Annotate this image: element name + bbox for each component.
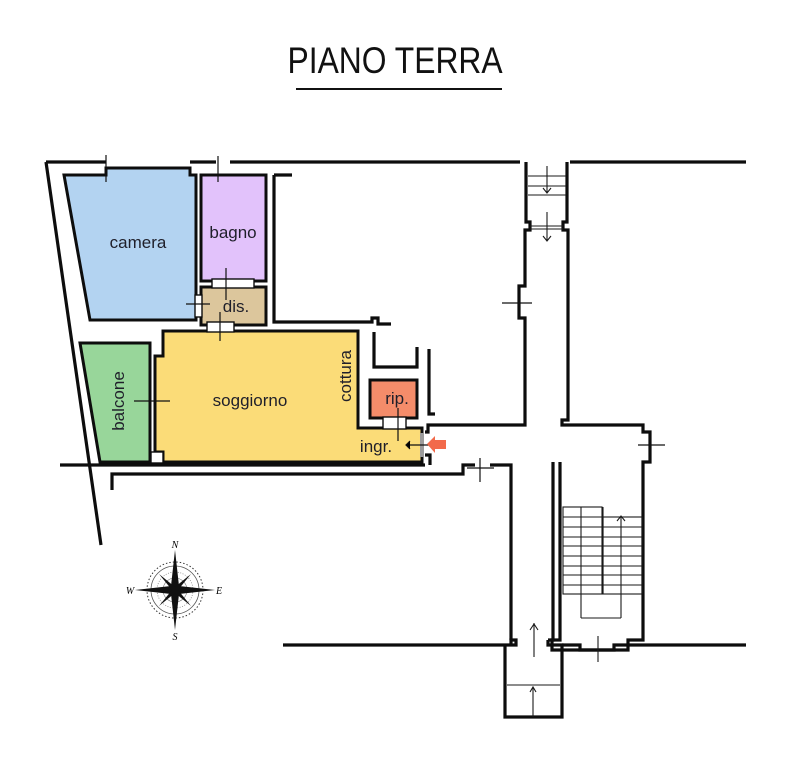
room-balcone[interactable]	[78, 341, 152, 464]
label-ingr: ingr.	[360, 437, 392, 456]
floor-title: PIANO TERRA	[0, 40, 791, 88]
building-walls	[44, 160, 746, 719]
door-camera-dis	[194, 294, 203, 318]
door-markers	[105, 155, 665, 482]
door-bagno-dis	[211, 278, 255, 289]
label-camera: camera	[110, 233, 167, 252]
label-balcone: balcone	[109, 371, 128, 431]
floor-title-text: PIANO TERRA	[287, 40, 504, 81]
compass-s: S	[173, 632, 178, 643]
compass-n: N	[171, 540, 180, 551]
stairs-main	[562, 506, 643, 662]
door-rip	[382, 416, 407, 430]
label-soggiorno: soggiorno	[213, 391, 288, 410]
label-dis: dis.	[223, 297, 249, 316]
compass-e: E	[215, 586, 222, 597]
entrance-arrow-icon	[427, 436, 446, 453]
stairs-bottom	[507, 623, 560, 717]
label-bagno: bagno	[209, 223, 256, 242]
balcone-pillar	[150, 451, 164, 464]
compass-w: W	[126, 586, 136, 597]
label-cottura: cottura	[336, 349, 355, 402]
label-rip: rip.	[385, 389, 409, 408]
stairs-top	[528, 166, 566, 242]
compass-icon: N S E W	[126, 540, 222, 643]
title-underline	[296, 88, 502, 90]
